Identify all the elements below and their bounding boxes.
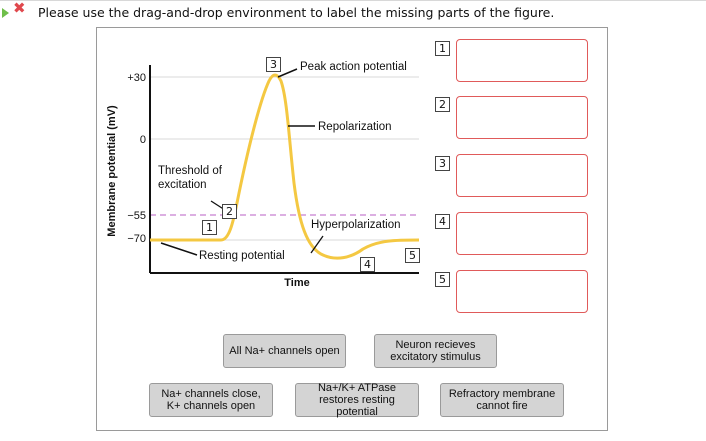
dropzone-number-2: 2 — [435, 97, 450, 112]
dropzone-number-1: 1 — [435, 41, 450, 56]
label-threshold-2: excitation — [158, 179, 207, 191]
x-axis-label: Time — [284, 277, 309, 289]
play-icon — [2, 8, 9, 18]
dropzone-5[interactable] — [456, 270, 588, 313]
action-potential-figure: +30 0 −55 −70 Membrane potential (mV) Ti… — [106, 61, 420, 289]
chip-neuron-receives-stimulus[interactable]: Neuron recieves excitatory stimulus — [374, 334, 497, 368]
tick-minus55: −55 — [127, 210, 146, 222]
peak-leader — [277, 68, 298, 78]
instruction-text: Please use the drag-and-drop environment… — [38, 5, 555, 20]
incorrect-x-icon: ✖ — [13, 0, 26, 17]
hyperpolarization-leader — [310, 235, 324, 254]
chip-na-close-k-open[interactable]: Na+ channels close, K+ channels open — [149, 383, 273, 417]
label-resting: Resting potential — [199, 250, 285, 262]
dropzone-4[interactable] — [456, 212, 588, 255]
chip-refractory-membrane[interactable]: Refractory membrane cannot fire — [440, 383, 564, 417]
tick-zero: 0 — [140, 134, 146, 146]
marker-4: 4 — [360, 257, 375, 272]
dropzone-3[interactable] — [456, 154, 588, 197]
dropzone-2[interactable] — [456, 96, 588, 139]
marker-2: 2 — [222, 204, 237, 219]
label-peak: Peak action potential — [300, 61, 407, 73]
tick-plus30: +30 — [127, 72, 146, 84]
action-potential-curve — [150, 73, 420, 260]
dropzone-number-5: 5 — [435, 272, 450, 287]
label-repolarization: Repolarization — [318, 121, 392, 133]
dropzone-number-3: 3 — [435, 156, 450, 171]
y-axis-label: Membrane potential (mV) — [106, 105, 118, 237]
marker-1: 1 — [202, 220, 217, 235]
chip-atpase-restores[interactable]: Na+/K+ ATPase restores resting potential — [295, 382, 419, 418]
label-hyperpolarization: Hyperpolarization — [311, 219, 401, 231]
dropzone-1[interactable] — [456, 39, 588, 82]
top-divider — [0, 0, 706, 1]
tick-minus70: −70 — [127, 233, 146, 245]
marker-3: 3 — [266, 57, 281, 72]
resting-leader — [160, 242, 198, 256]
dropzone-number-4: 4 — [435, 214, 450, 229]
label-threshold-1: Threshold of — [158, 165, 223, 177]
marker-5: 5 — [405, 248, 420, 263]
chip-all-na-channels-open[interactable]: All Na+ channels open — [223, 334, 346, 368]
